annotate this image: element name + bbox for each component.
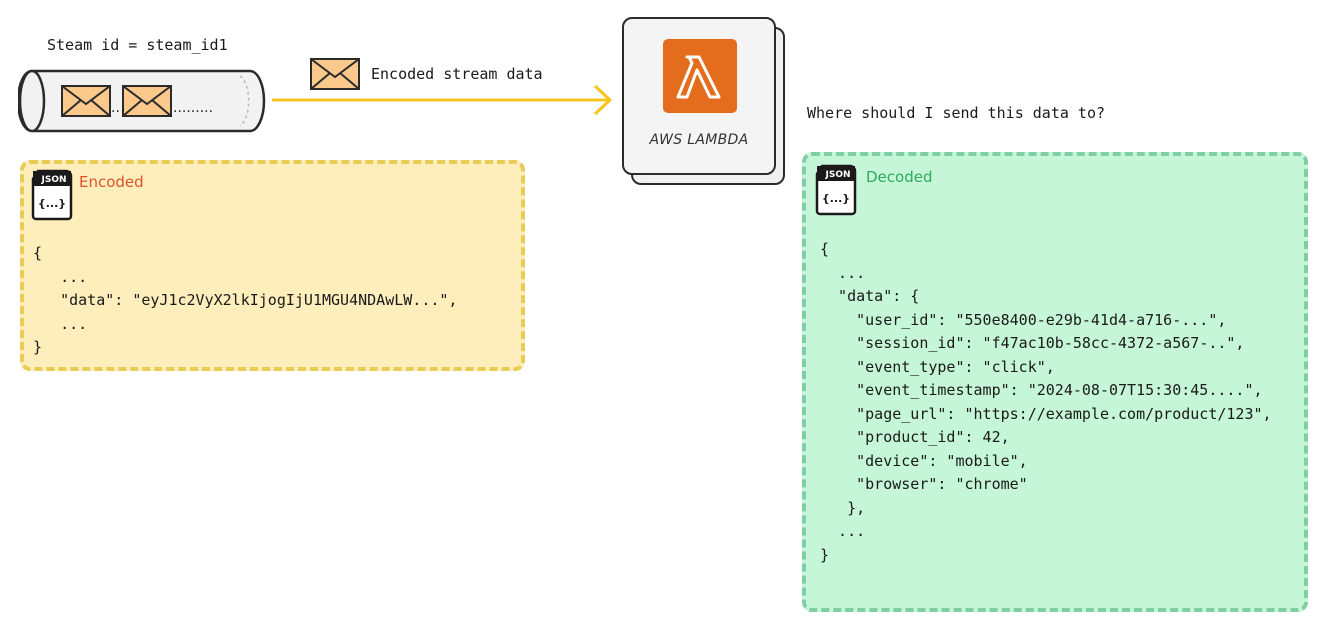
envelope-icon xyxy=(122,85,172,117)
code-line: { xyxy=(33,244,43,262)
aws-lambda-icon xyxy=(663,39,737,113)
decoded-json-code: { ... "data": { "user_id": "550e8400-e29… xyxy=(820,238,1272,567)
json-file-icon: JSON {...} xyxy=(31,169,73,221)
code-line: "session_id": "f47ac10b-58cc-4372-a567-.… xyxy=(820,334,1245,352)
json-icon-label: JSON xyxy=(40,175,66,185)
code-line: "device": "mobile", xyxy=(820,451,1028,470)
json-icon-glyph: {...} xyxy=(38,197,66,210)
json-file-icon: JSON {...} xyxy=(815,164,857,216)
encoded-json-code: { ... "data": "eyJ1c2VyX2lkIjogIjU1MGU4N… xyxy=(33,242,457,360)
code-line: { xyxy=(820,240,830,258)
code-line: "event_type": "click", xyxy=(820,357,1055,376)
envelope-icon xyxy=(310,58,360,90)
data-flow-arrow xyxy=(272,84,612,116)
code-line: "user_id": "550e8400-e29b-41d4-a716-..."… xyxy=(820,310,1227,329)
code-line: ... xyxy=(33,314,88,333)
code-line: "data": "eyJ1c2VyX2lkIjogIjU1MGU4NDAwLW.… xyxy=(33,291,458,309)
envelope-icon xyxy=(61,85,111,117)
code-line: "product_id": 42, xyxy=(820,428,1010,446)
code-line: ... xyxy=(820,522,866,540)
decoded-title: Decoded xyxy=(866,168,933,186)
stream-pipe: .. ......... xyxy=(18,69,266,133)
code-line: "event_timestamp": "2024-08-07T15:30:45.… xyxy=(820,381,1263,399)
svg-text:..: .. xyxy=(111,100,120,116)
json-icon-glyph: {...} xyxy=(822,192,850,205)
code-line: "browser": "chrome" xyxy=(820,475,1028,493)
lambda-label: AWS LAMBDA xyxy=(649,132,749,148)
code-line: "data": { xyxy=(820,287,920,305)
encoded-title: Encoded xyxy=(79,173,144,191)
code-line: } xyxy=(33,338,43,356)
code-line: }, xyxy=(820,498,866,517)
question-text: Where should I send this data to? xyxy=(807,104,1106,122)
json-icon-label: JSON xyxy=(824,170,850,180)
code-line: "page_url": "https://example.com/product… xyxy=(820,404,1272,423)
svg-text:.........: ......... xyxy=(173,100,213,116)
arrow-label: Encoded stream data xyxy=(371,65,543,83)
decoded-json-panel xyxy=(802,152,1308,612)
code-line: } xyxy=(820,545,830,564)
encoded-json-panel xyxy=(20,160,525,371)
code-line: ... xyxy=(33,267,88,286)
stream-id-label: Steam id = steam_id1 xyxy=(47,36,228,54)
code-line: ... xyxy=(820,263,866,282)
lambda-card: AWS LAMBDA xyxy=(622,17,776,175)
